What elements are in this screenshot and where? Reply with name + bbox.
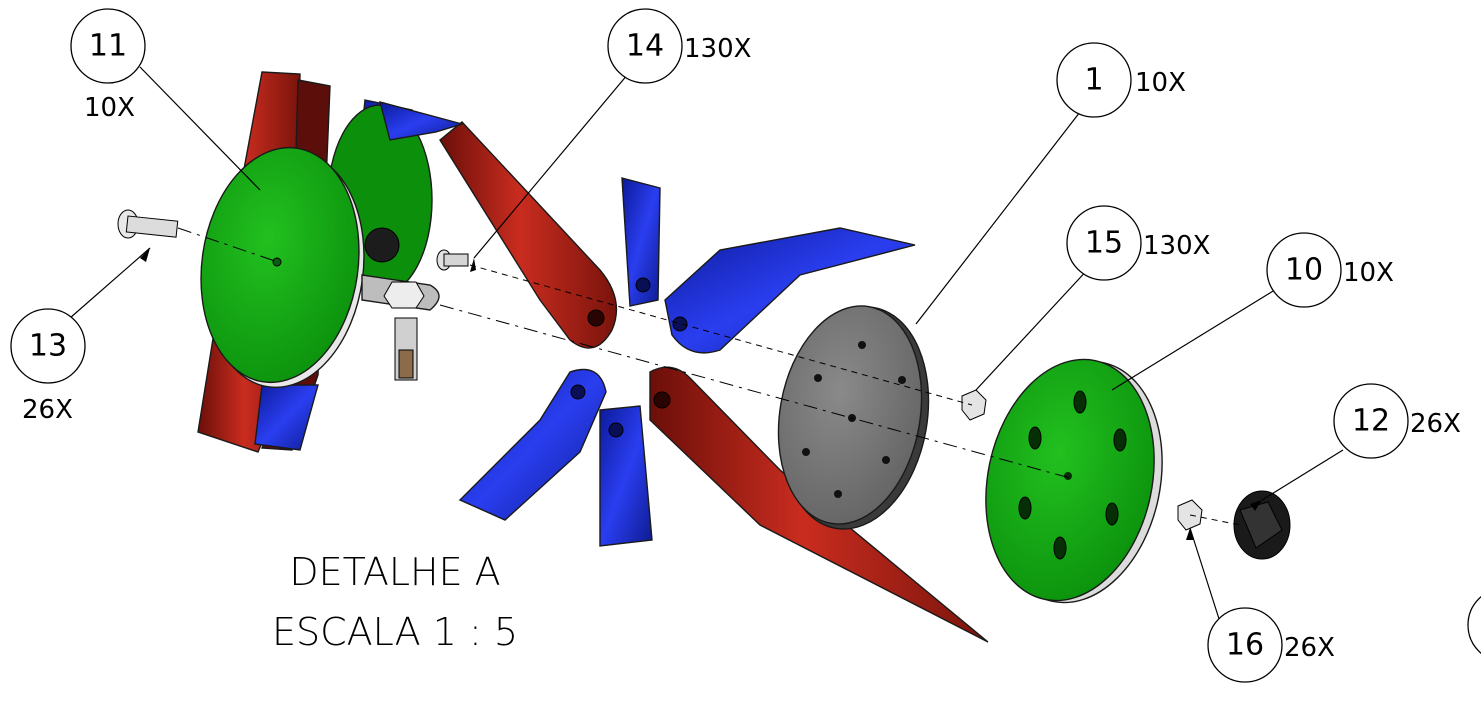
balloon-quantity: 10X <box>1343 258 1394 288</box>
balloon-number: 15 <box>1085 226 1123 261</box>
green-disc-right <box>985 358 1163 604</box>
balloon-partial-edge <box>1467 596 1481 654</box>
balloon-quantity: 10X <box>84 93 135 123</box>
balloon-quantity: 10X <box>1135 68 1186 98</box>
assembly-axes <box>177 227 1241 526</box>
bolt-13 <box>117 209 179 239</box>
balloon-1: 1 10X <box>1056 42 1186 118</box>
balloon-number: 16 <box>1226 628 1264 663</box>
balloon-15: 15 130X <box>1066 205 1210 281</box>
balloon-quantity: 26X <box>1410 409 1461 439</box>
balloon-number: 1 <box>1084 63 1103 98</box>
balloon-11: 11 10X <box>70 8 146 123</box>
balloon-number: 14 <box>626 29 664 64</box>
balloon-12: 12 26X <box>1333 383 1461 459</box>
balloon-16: 16 26X <box>1207 607 1335 683</box>
balloon-quantity: 130X <box>1143 231 1210 261</box>
balloon-number: 12 <box>1352 404 1390 439</box>
balloon-number: 13 <box>29 329 67 364</box>
balloon-13: 13 26X <box>10 308 86 425</box>
leader-lines <box>69 66 1344 623</box>
balloon-quantity: 26X <box>1284 633 1335 663</box>
balloon-number: 10 <box>1285 253 1323 288</box>
balloon-10: 10 10X <box>1266 232 1394 308</box>
green-disc-left <box>200 104 433 389</box>
cap-12 <box>1233 490 1291 560</box>
detail-scale: ESCALA 1 : 5 <box>272 610 518 654</box>
balloon-quantity: 26X <box>22 395 73 425</box>
grey-plate <box>777 305 930 530</box>
bracket-hardware <box>361 227 440 381</box>
nut-15 <box>961 389 987 421</box>
detail-title: DETALHE A <box>289 550 500 594</box>
balloon-number: 11 <box>89 29 127 64</box>
balloon-quantity: 130X <box>684 34 751 64</box>
balloon-14: 14 130X <box>607 8 751 84</box>
bolt-14 <box>436 249 469 271</box>
